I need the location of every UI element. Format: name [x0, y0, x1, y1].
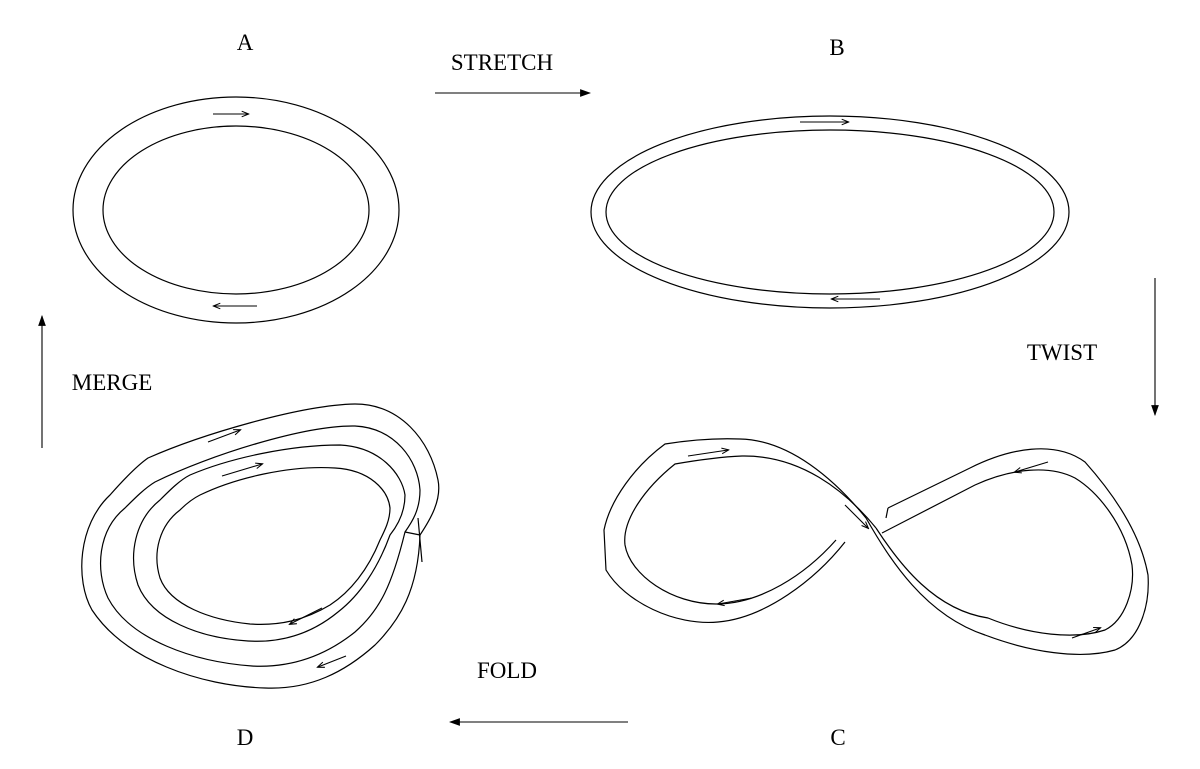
flow-arrow-d-4 [318, 655, 347, 667]
flow-arrow-c-2 [844, 504, 868, 528]
band-b-inner [605, 129, 1055, 295]
band-c-left-outer [603, 438, 867, 624]
operation-label-stretch: STRETCH [451, 50, 553, 75]
flow-arrow-d-3 [290, 607, 323, 624]
band-d-inner [156, 466, 391, 625]
flow-arrow-c-4 [1071, 628, 1100, 639]
state-label-c: C [830, 725, 845, 750]
band-d-fold-crease-1 [404, 531, 421, 536]
flow-arrow-d-2 [221, 464, 262, 477]
band-b-outer [590, 115, 1070, 309]
operation-label-fold: FOLD [477, 658, 537, 683]
flow-arrow-c-5 [718, 597, 753, 604]
band-d-fold-crease-2 [417, 517, 423, 563]
state-label-b: B [829, 35, 844, 60]
operation-label-twist: TWIST [1027, 340, 1097, 365]
band-c-left-inner [624, 455, 877, 605]
band-d-mid-inner [133, 444, 406, 642]
band-c [603, 438, 1149, 655]
band-a-outer [72, 96, 400, 324]
band-d-outer [81, 403, 440, 689]
band-c-cross-join [885, 507, 889, 519]
band-b [590, 115, 1070, 309]
flow-arrow-c-3 [1015, 461, 1049, 472]
band-a-inner [102, 125, 370, 295]
band-d [81, 403, 440, 689]
flow-arrow-d-1 [207, 430, 240, 443]
band-c-cross-upper [865, 448, 1149, 655]
state-label-d: D [237, 725, 254, 750]
band-a [72, 96, 400, 324]
band-d-mid-outer [99, 425, 421, 667]
flow-arrow-c-1 [687, 450, 728, 457]
operation-label-merge: MERGE [72, 370, 153, 395]
band-c-cross-lower [875, 469, 1134, 636]
state-label-a: A [237, 30, 254, 55]
